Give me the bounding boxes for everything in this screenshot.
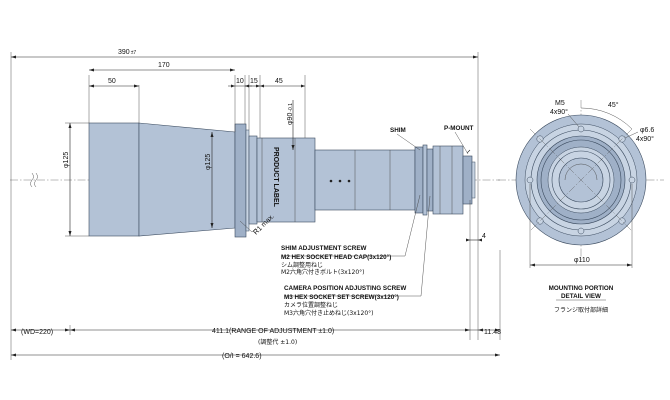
camera-screw-jp: カメラ位置調整ねじ xyxy=(284,301,338,309)
dim-dia125-left: φ125 xyxy=(63,152,70,168)
shim-screw-spec: M2 HEX SOCKET HEAD CAP(3x120°) xyxy=(281,253,391,261)
mid-collar xyxy=(248,135,258,225)
dim-45: 45 xyxy=(275,78,283,85)
label-barrel xyxy=(256,137,316,223)
flange-step xyxy=(245,129,250,232)
camera-screw-jp-spec: M3六角穴付き止めねじ(3x120°) xyxy=(284,309,374,317)
p-mount-face xyxy=(471,161,476,199)
dim-170: 170 xyxy=(158,62,170,69)
dim-11-48: 11.48 xyxy=(484,329,501,336)
detail-subtitle: DETAIL VIEW xyxy=(561,293,601,300)
angle-45: 45° xyxy=(608,101,619,109)
callouts: SHIM P-MOUNT SHIM ADJUSTMENT SCREW M2 HE… xyxy=(281,125,474,317)
dim-4: 4 xyxy=(482,233,486,240)
detail-title: MOUNTING PORTION xyxy=(549,285,614,292)
break-mark xyxy=(34,172,38,188)
dim-wd: (WD=220) xyxy=(21,329,53,336)
dia66-label: φ6.6 xyxy=(640,127,654,134)
dim-dia125-mid: φ125 xyxy=(205,154,212,170)
adjust-ring xyxy=(426,148,434,212)
shim-label: SHIM xyxy=(390,127,406,134)
adjust-ring xyxy=(422,144,428,216)
break-mark xyxy=(30,172,34,188)
lens-side-view: R1 max. PRODUCT LABEL xyxy=(10,122,500,238)
shim-ring xyxy=(414,146,424,214)
detail-title-jp: フランジ取付部詳細 xyxy=(554,306,608,314)
m5-hole xyxy=(628,176,636,184)
dim-15: 15 xyxy=(250,78,258,85)
dim-adjust-range: 411.1(RANGE OF ADJUSTMENT ±1.0) xyxy=(212,328,334,335)
dim-dia110: φ110 xyxy=(574,257,590,264)
dim-adjust-range-jp: (調整代 ±1.0) xyxy=(258,338,297,346)
shim-screw-label: SHIM ADJUSTMENT SCREW xyxy=(281,245,367,252)
p-mount-label: P-MOUNT xyxy=(444,125,474,132)
screw-dot xyxy=(347,179,351,183)
flange xyxy=(234,123,247,238)
m5-hole xyxy=(577,227,585,235)
mounting-detail-view: 45° M5 4x90° φ6.6 4x90° φ110 MOUNTING PO… xyxy=(498,100,664,314)
dia66-count: 4x90° xyxy=(636,135,654,143)
product-label: PRODUCT LABEL xyxy=(272,147,279,208)
rear-barrel xyxy=(314,149,416,211)
front-barrel xyxy=(88,122,140,237)
m5-hole xyxy=(577,125,585,133)
dim-390: 390±7 xyxy=(118,49,136,56)
camera-screw-label: CAMERA POSITION ADJUSTING SCREW xyxy=(284,285,406,292)
dim-10: 10 xyxy=(236,78,244,85)
shim-screw-jp: シム調整用ねじ xyxy=(281,261,323,269)
shim-screw-jp-spec: M2六角穴付きボルト(3x120°) xyxy=(281,268,365,276)
screw-dot xyxy=(329,179,333,183)
conical-barrel xyxy=(138,122,236,237)
dimension-lines: 390±7 170 50 10 15 45 φ125 φ125 xyxy=(10,49,501,360)
dim-dia90: φ90-0.1 xyxy=(287,103,294,125)
m5-label: M5 xyxy=(555,100,565,107)
dim-oi: (O/I = 642.6) xyxy=(222,353,262,360)
screw-dot xyxy=(338,179,342,183)
m5-hole xyxy=(526,176,534,184)
p-mount-thread xyxy=(462,155,473,205)
camera-screw-spec: M3 HEX SOCKET SET SCREW(3x120°) xyxy=(284,293,399,301)
m5-count: 4x90° xyxy=(550,108,568,116)
dim-50: 50 xyxy=(108,78,116,85)
p-mount-body xyxy=(432,145,464,215)
